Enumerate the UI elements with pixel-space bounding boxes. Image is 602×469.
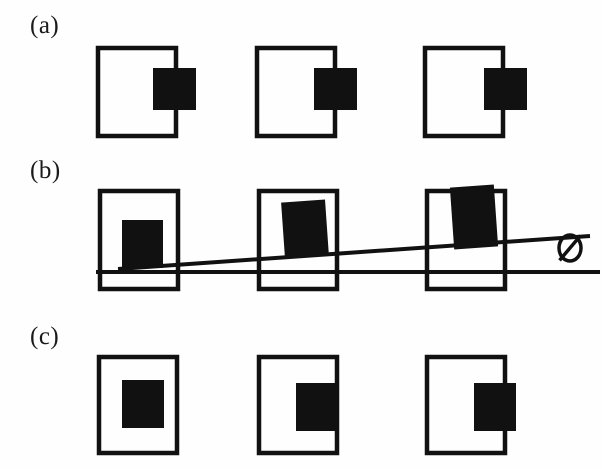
panel-b-2-block [281,199,329,259]
row-a-group [95,45,527,139]
panel-a-3-block [484,68,527,110]
slanted-reference-line [117,234,591,271]
panel-b-3-block [449,184,499,250]
null-symbol-circle [557,233,583,263]
row-c-group [96,354,516,456]
null-slashed-circle-symbol [557,233,583,263]
row-label-b: (b) [30,157,61,184]
panel-b-1-block [122,220,163,268]
panel-b-2-outline [256,188,340,292]
panel-a-1-block [153,68,196,110]
panel-c-1-outline [96,354,180,456]
row-label-a: (a) [30,12,60,39]
panel-c-2-block [296,383,338,431]
panel-c-1-block [122,380,164,428]
panel-b-1-outline [97,188,181,292]
null-symbol-slash [558,234,582,262]
row-label-c: (c) [30,323,60,350]
panel-c-3-block [474,383,516,431]
panel-a-2-block [314,68,357,110]
row-b-group [96,184,600,292]
